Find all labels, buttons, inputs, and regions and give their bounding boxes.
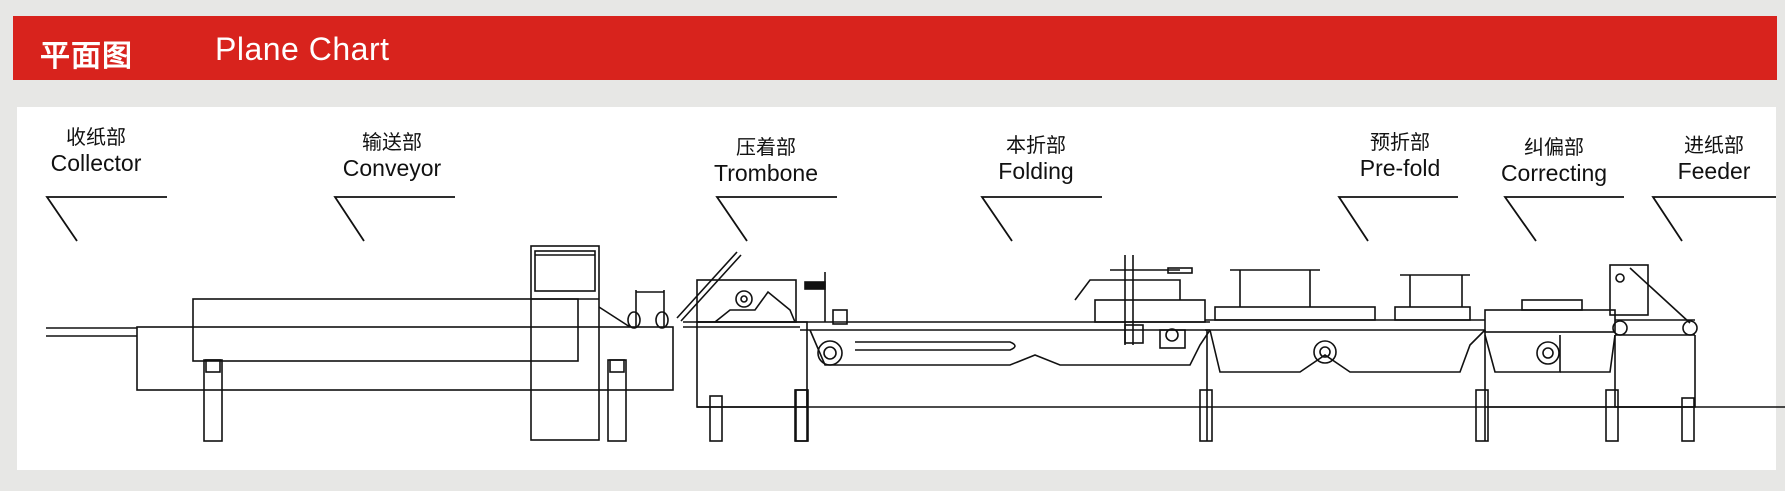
label-zh: 输送部 <box>362 130 422 154</box>
label-correcting: 纠偏部 Correcting <box>1501 135 1607 187</box>
leader-folding <box>980 196 1102 242</box>
label-zh: 纠偏部 <box>1523 135 1584 159</box>
label-en: Pre-fold <box>1359 155 1441 181</box>
leader-prefold <box>1337 196 1458 242</box>
label-trombone: 压着部 Trombone <box>714 135 818 187</box>
label-folding: 本折部 Folding <box>998 133 1073 185</box>
leader-collector <box>45 196 167 242</box>
header-title-zh: 平面图 <box>40 39 133 74</box>
leader-feeder <box>1651 196 1776 242</box>
collector-conveyor-unit <box>46 245 674 442</box>
label-en: Collector <box>50 150 142 176</box>
leader-conveyor <box>333 196 455 242</box>
label-en: Correcting <box>1500 160 1608 186</box>
header-title-en: Plane Chart <box>215 31 390 67</box>
label-conveyor: 输送部 Conveyor <box>343 130 441 182</box>
label-zh: 压着部 <box>735 135 796 159</box>
control-cabinet <box>530 245 600 441</box>
leader-lines <box>45 196 1776 242</box>
label-en: Folding <box>998 158 1074 184</box>
label-feeder: 进纸部 Feeder <box>1678 133 1751 185</box>
label-zh: 进纸部 <box>1684 133 1744 157</box>
label-en: Feeder <box>1677 158 1751 184</box>
label-zh: 预折部 <box>1369 130 1430 154</box>
label-en: Conveyor <box>342 155 442 181</box>
control-screen <box>534 250 596 292</box>
folding-unit <box>697 255 1785 442</box>
label-zh: 收纸部 <box>65 125 126 149</box>
label-collector: 收纸部 Collector <box>51 125 142 177</box>
trombone-unit <box>676 251 848 442</box>
leader-trombone <box>715 196 837 242</box>
header-banner: 平面图 Plane Chart <box>13 16 1777 80</box>
label-zh: 本折部 <box>1006 133 1066 157</box>
label-prefold: 预折部 Pre-fold <box>1360 130 1441 182</box>
label-en: Trombone <box>714 160 818 186</box>
diagram-panel <box>17 107 1776 470</box>
prefold-unit <box>1205 269 1489 442</box>
leader-correcting <box>1503 196 1624 242</box>
correcting-feeder-unit <box>1484 264 1698 442</box>
